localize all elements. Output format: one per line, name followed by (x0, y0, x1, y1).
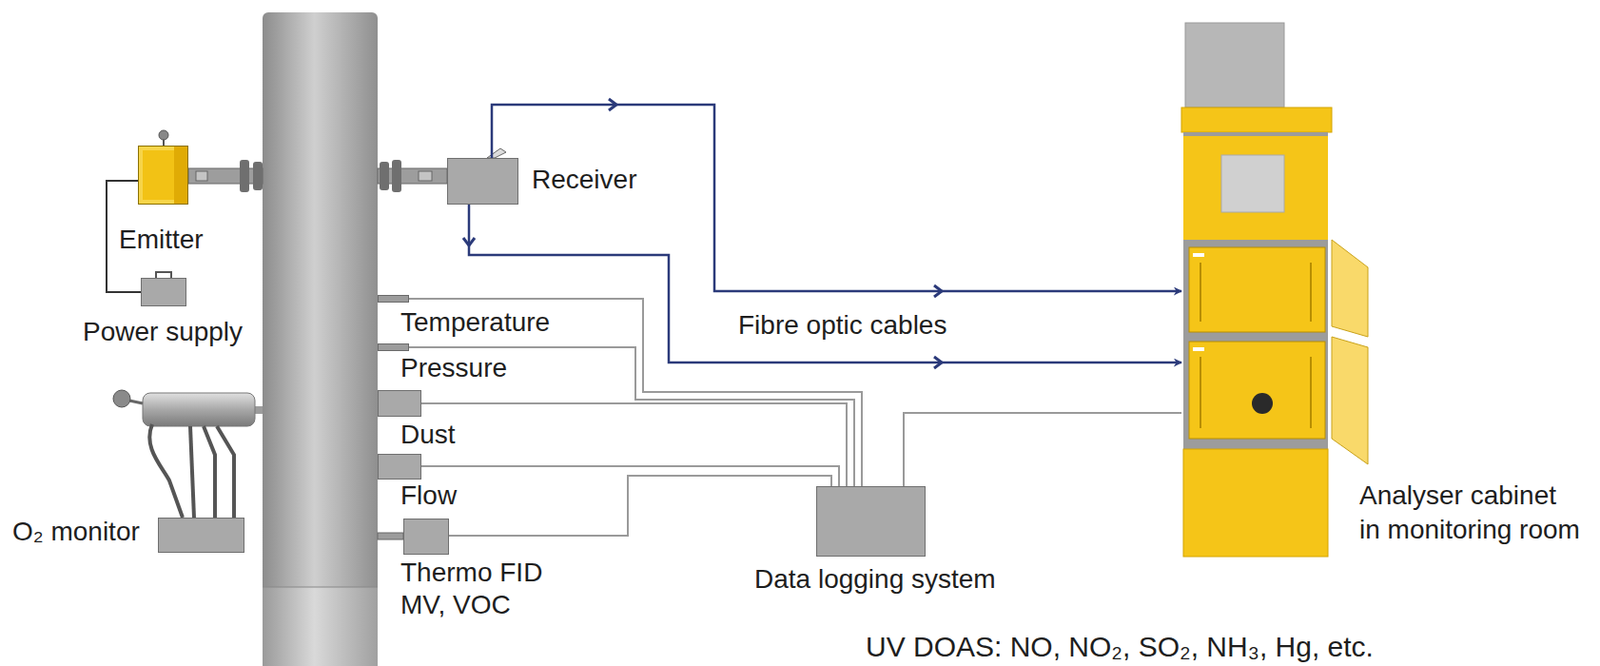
pressure-probe: Pressure (377, 343, 410, 352)
node-label: Receiver (531, 164, 637, 196)
data-logger: Data logging system (816, 486, 926, 557)
stack (262, 12, 378, 666)
oxygen-monitor: O₂ monitor (157, 517, 245, 553)
analyte-note: UV DOAS: NO, NO₂, SO₂, NH₃, Hg, etc. (865, 631, 1374, 663)
signal-cable (448, 475, 832, 536)
node-label: Power supply (82, 316, 243, 348)
node-label: Emitter (118, 224, 204, 255)
dust-sensor: Dust (377, 390, 422, 417)
emitter-box: Emitter (137, 145, 189, 205)
node-label: Dust (400, 419, 456, 450)
node-label: Flow (400, 480, 457, 511)
node-label: Pressure (400, 352, 508, 384)
node-label: Data logging system (754, 564, 996, 595)
temperature-probe: Temperature (377, 294, 410, 303)
fibre-optic-cable (468, 204, 1182, 363)
node-label: Analyser cabinet in monitoring room (1359, 478, 1582, 547)
power-supply-box: Power supply (140, 277, 187, 307)
analyser-cabinet (1181, 22, 1368, 557)
node-label: Thermo FID MV, VOC (400, 556, 544, 622)
flow-sensor: Flow (377, 453, 422, 480)
sample-rod (377, 532, 404, 540)
node-label: O₂ monitor (12, 516, 140, 547)
analyser-cabinet-box: Analyser cabinet in monitoring room (1181, 22, 1332, 557)
signal-cable (421, 403, 847, 487)
receiver-box: Receiver (447, 157, 519, 205)
fibre-optic-cable (491, 104, 1182, 292)
oxygen-probe (113, 390, 263, 518)
fid-analyser: Thermo FID MV, VOC (403, 518, 449, 555)
node-label: Temperature (400, 307, 550, 338)
cable-label: Fibre optic cables (738, 310, 947, 341)
signal-cable (903, 412, 1182, 487)
